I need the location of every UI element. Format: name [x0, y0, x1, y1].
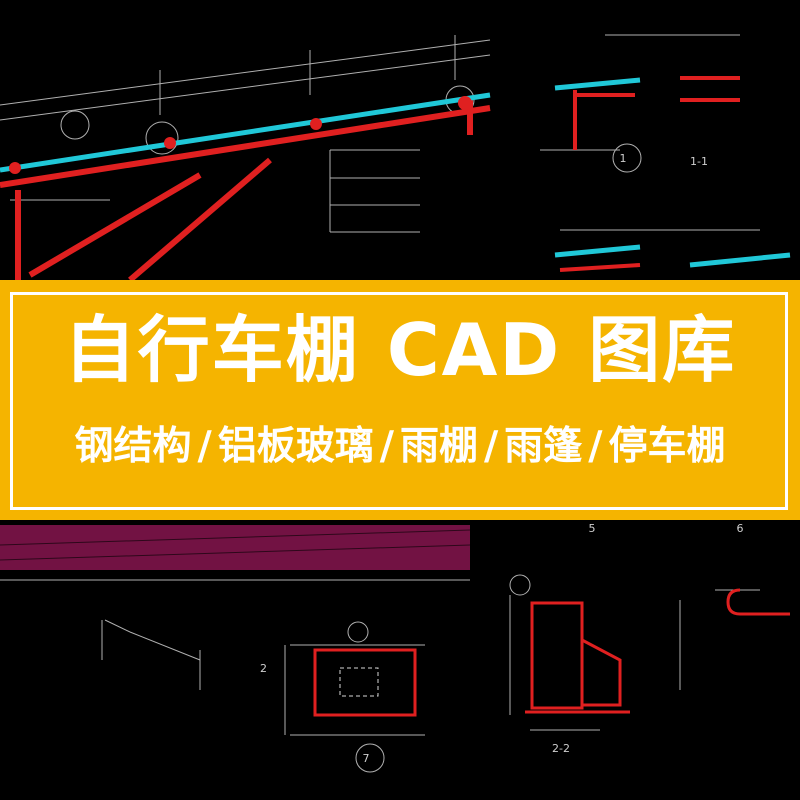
banner-subtitle: 钢结构/铝板玻璃/雨棚/雨篷/停车棚 [0, 422, 800, 472]
banner-frame [10, 292, 788, 510]
subtitle-item-canopy: 雨棚 [399, 424, 478, 469]
subtitle-item-carport: 停车棚 [608, 424, 726, 469]
subtitle-separator: / [379, 424, 394, 469]
title-banner: 自行车棚 CAD 图库 钢结构/铝板玻璃/雨棚/雨篷/停车棚 [0, 280, 800, 520]
subtitle-separator: / [484, 424, 499, 469]
banner-title: 自行车棚 CAD 图库 [63, 308, 737, 392]
section-label-2: 2 [260, 662, 267, 675]
section-label-7: 7 [363, 752, 370, 765]
section-label-2-2: 2-2 [552, 742, 570, 755]
subtitle-item-steel-structure: 钢结构 [74, 424, 192, 469]
subtitle-separator: / [588, 424, 603, 469]
subtitle-separator: / [197, 424, 212, 469]
subtitle-item-awning: 雨篷 [504, 424, 583, 469]
subtitle-item-aluminum-glass: 铝板玻璃 [217, 424, 374, 469]
section-label-6: 6 [737, 522, 744, 535]
section-label-5: 5 [589, 522, 596, 535]
detail-note: 1-1 [690, 155, 708, 168]
section-label-1: 1 [620, 152, 627, 165]
